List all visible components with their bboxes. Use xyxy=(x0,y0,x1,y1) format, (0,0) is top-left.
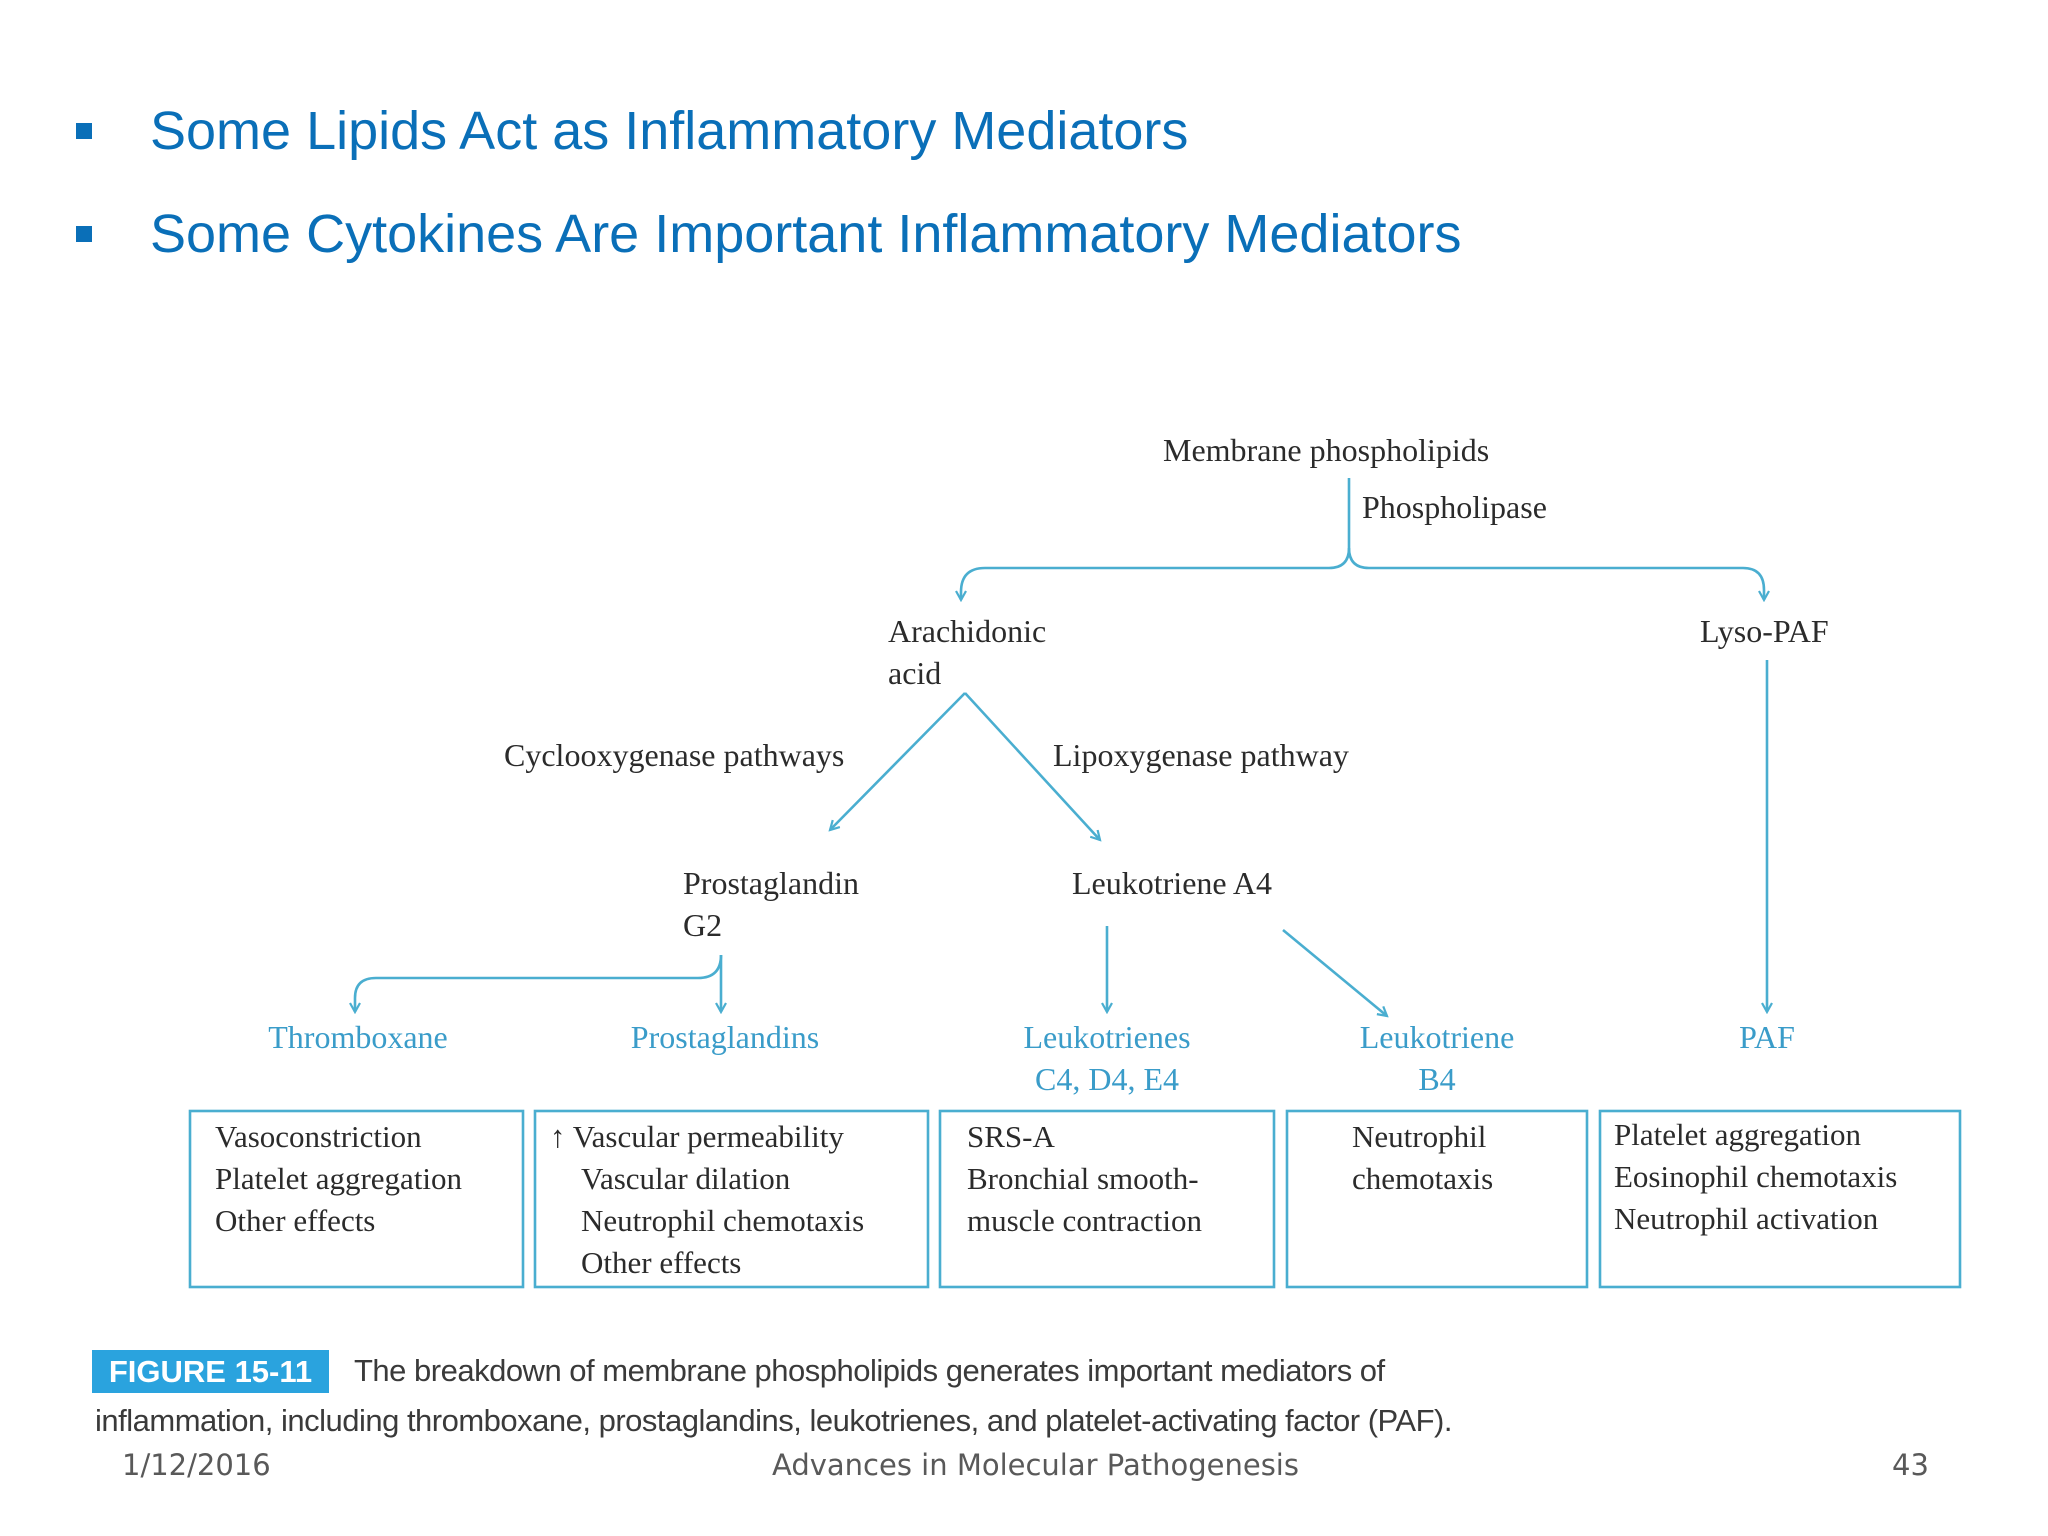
effect-text: Other effects xyxy=(215,1203,375,1238)
footer-date: 1/12/2016 xyxy=(122,1448,271,1482)
cyclooxygenase-label: Cyclooxygenase pathways xyxy=(504,737,844,773)
membrane-phospholipids-label: Membrane phospholipids xyxy=(1163,432,1489,468)
figure-caption-tag-box: FIGURE 15-11 xyxy=(92,1350,329,1393)
prostaglandin-g2-label: Prostaglandin xyxy=(683,865,859,901)
bullet-square-icon xyxy=(76,123,92,139)
page-number: 43 xyxy=(1892,1448,1929,1482)
effect-text: SRS-A xyxy=(967,1119,1055,1154)
effect-text: Other effects xyxy=(581,1245,741,1280)
figure-caption-line: The breakdown of membrane phospholipids … xyxy=(354,1353,1385,1388)
effect-box-leukotriene-b4 xyxy=(1285,1109,1589,1289)
arrow-lipoxygenase xyxy=(964,692,1100,840)
effect-text: Neutrophil chemotaxis xyxy=(581,1203,864,1238)
effect-text: muscle contraction xyxy=(967,1203,1202,1238)
bullet-square-icon xyxy=(76,226,92,242)
effect-text: Vasoconstriction xyxy=(215,1119,422,1154)
effect-text: Neutrophil activation xyxy=(1614,1201,1879,1236)
effect-text: ↑ Vascular permeability xyxy=(550,1119,844,1154)
arachidonic-acid-label: acid xyxy=(888,655,941,691)
leukotriene-a4-label: Leukotriene A4 xyxy=(1072,865,1272,901)
arrow-cyclooxygenase xyxy=(830,692,966,830)
diagram-labels: Membrane phospholipids Phospholipase Ara… xyxy=(504,432,1829,943)
effect-text: chemotaxis xyxy=(1352,1161,1493,1196)
paf-label: PAF xyxy=(1739,1019,1795,1055)
arrow-to-leukotriene-b4 xyxy=(1282,928,1387,1016)
diagram-connectors xyxy=(355,478,1767,1016)
effect-boxes xyxy=(188,1109,1962,1289)
footer-title: Advances in Molecular Pathogenesis xyxy=(772,1448,1299,1482)
lipoxygenase-label: Lipoxygenase pathway xyxy=(1053,737,1349,773)
effect-text: Platelet aggregation xyxy=(215,1161,463,1196)
leukotriene-b4-label: B4 xyxy=(1418,1061,1455,1097)
effect-text: Vascular dilation xyxy=(581,1161,791,1196)
leukotrienes-label: C4, D4, E4 xyxy=(1035,1061,1179,1097)
arachidonic-acid-label: Arachidonic xyxy=(888,613,1046,649)
effect-box-paf xyxy=(1598,1109,1962,1289)
product-labels: Thromboxane Prostaglandins Leukotrienes … xyxy=(268,1019,1795,1097)
prostaglandin-g2-label: G2 xyxy=(683,907,722,943)
effect-texts: Vasoconstriction Platelet aggregation Ot… xyxy=(215,1117,1897,1280)
figure-caption-line: inflammation, including thromboxane, pro… xyxy=(95,1403,1452,1438)
arrow-to-thromboxane xyxy=(355,954,723,1012)
prostaglandins-label: Prostaglandins xyxy=(631,1019,819,1055)
bullet-text: Some Lipids Act as Inflammatory Mediator… xyxy=(150,101,1189,161)
effect-box-thromboxane xyxy=(188,1109,525,1289)
phospholipase-label: Phospholipase xyxy=(1362,489,1547,525)
leukotrienes-label: Leukotrienes xyxy=(1023,1019,1190,1055)
effect-box-prostaglandins xyxy=(533,1109,930,1289)
lyso-paf-label: Lyso-PAF xyxy=(1700,613,1829,649)
arrow-to-lyso-paf xyxy=(1347,547,1764,600)
effect-text: Platelet aggregation xyxy=(1614,1117,1862,1152)
arrow-to-arachidonic xyxy=(961,478,1351,600)
bullet-text: Some Cytokines Are Important Inflammator… xyxy=(150,204,1462,264)
effect-text: Neutrophil xyxy=(1352,1119,1486,1154)
effect-text: Bronchial smooth- xyxy=(967,1161,1199,1196)
effect-box-leukotrienes xyxy=(938,1109,1276,1289)
figure-caption-tag: FIGURE 15-11 xyxy=(108,1354,313,1389)
effect-text: Eosinophil chemotaxis xyxy=(1614,1159,1897,1194)
thromboxane-label: Thromboxane xyxy=(268,1019,448,1055)
leukotriene-b4-label: Leukotriene xyxy=(1360,1019,1515,1055)
